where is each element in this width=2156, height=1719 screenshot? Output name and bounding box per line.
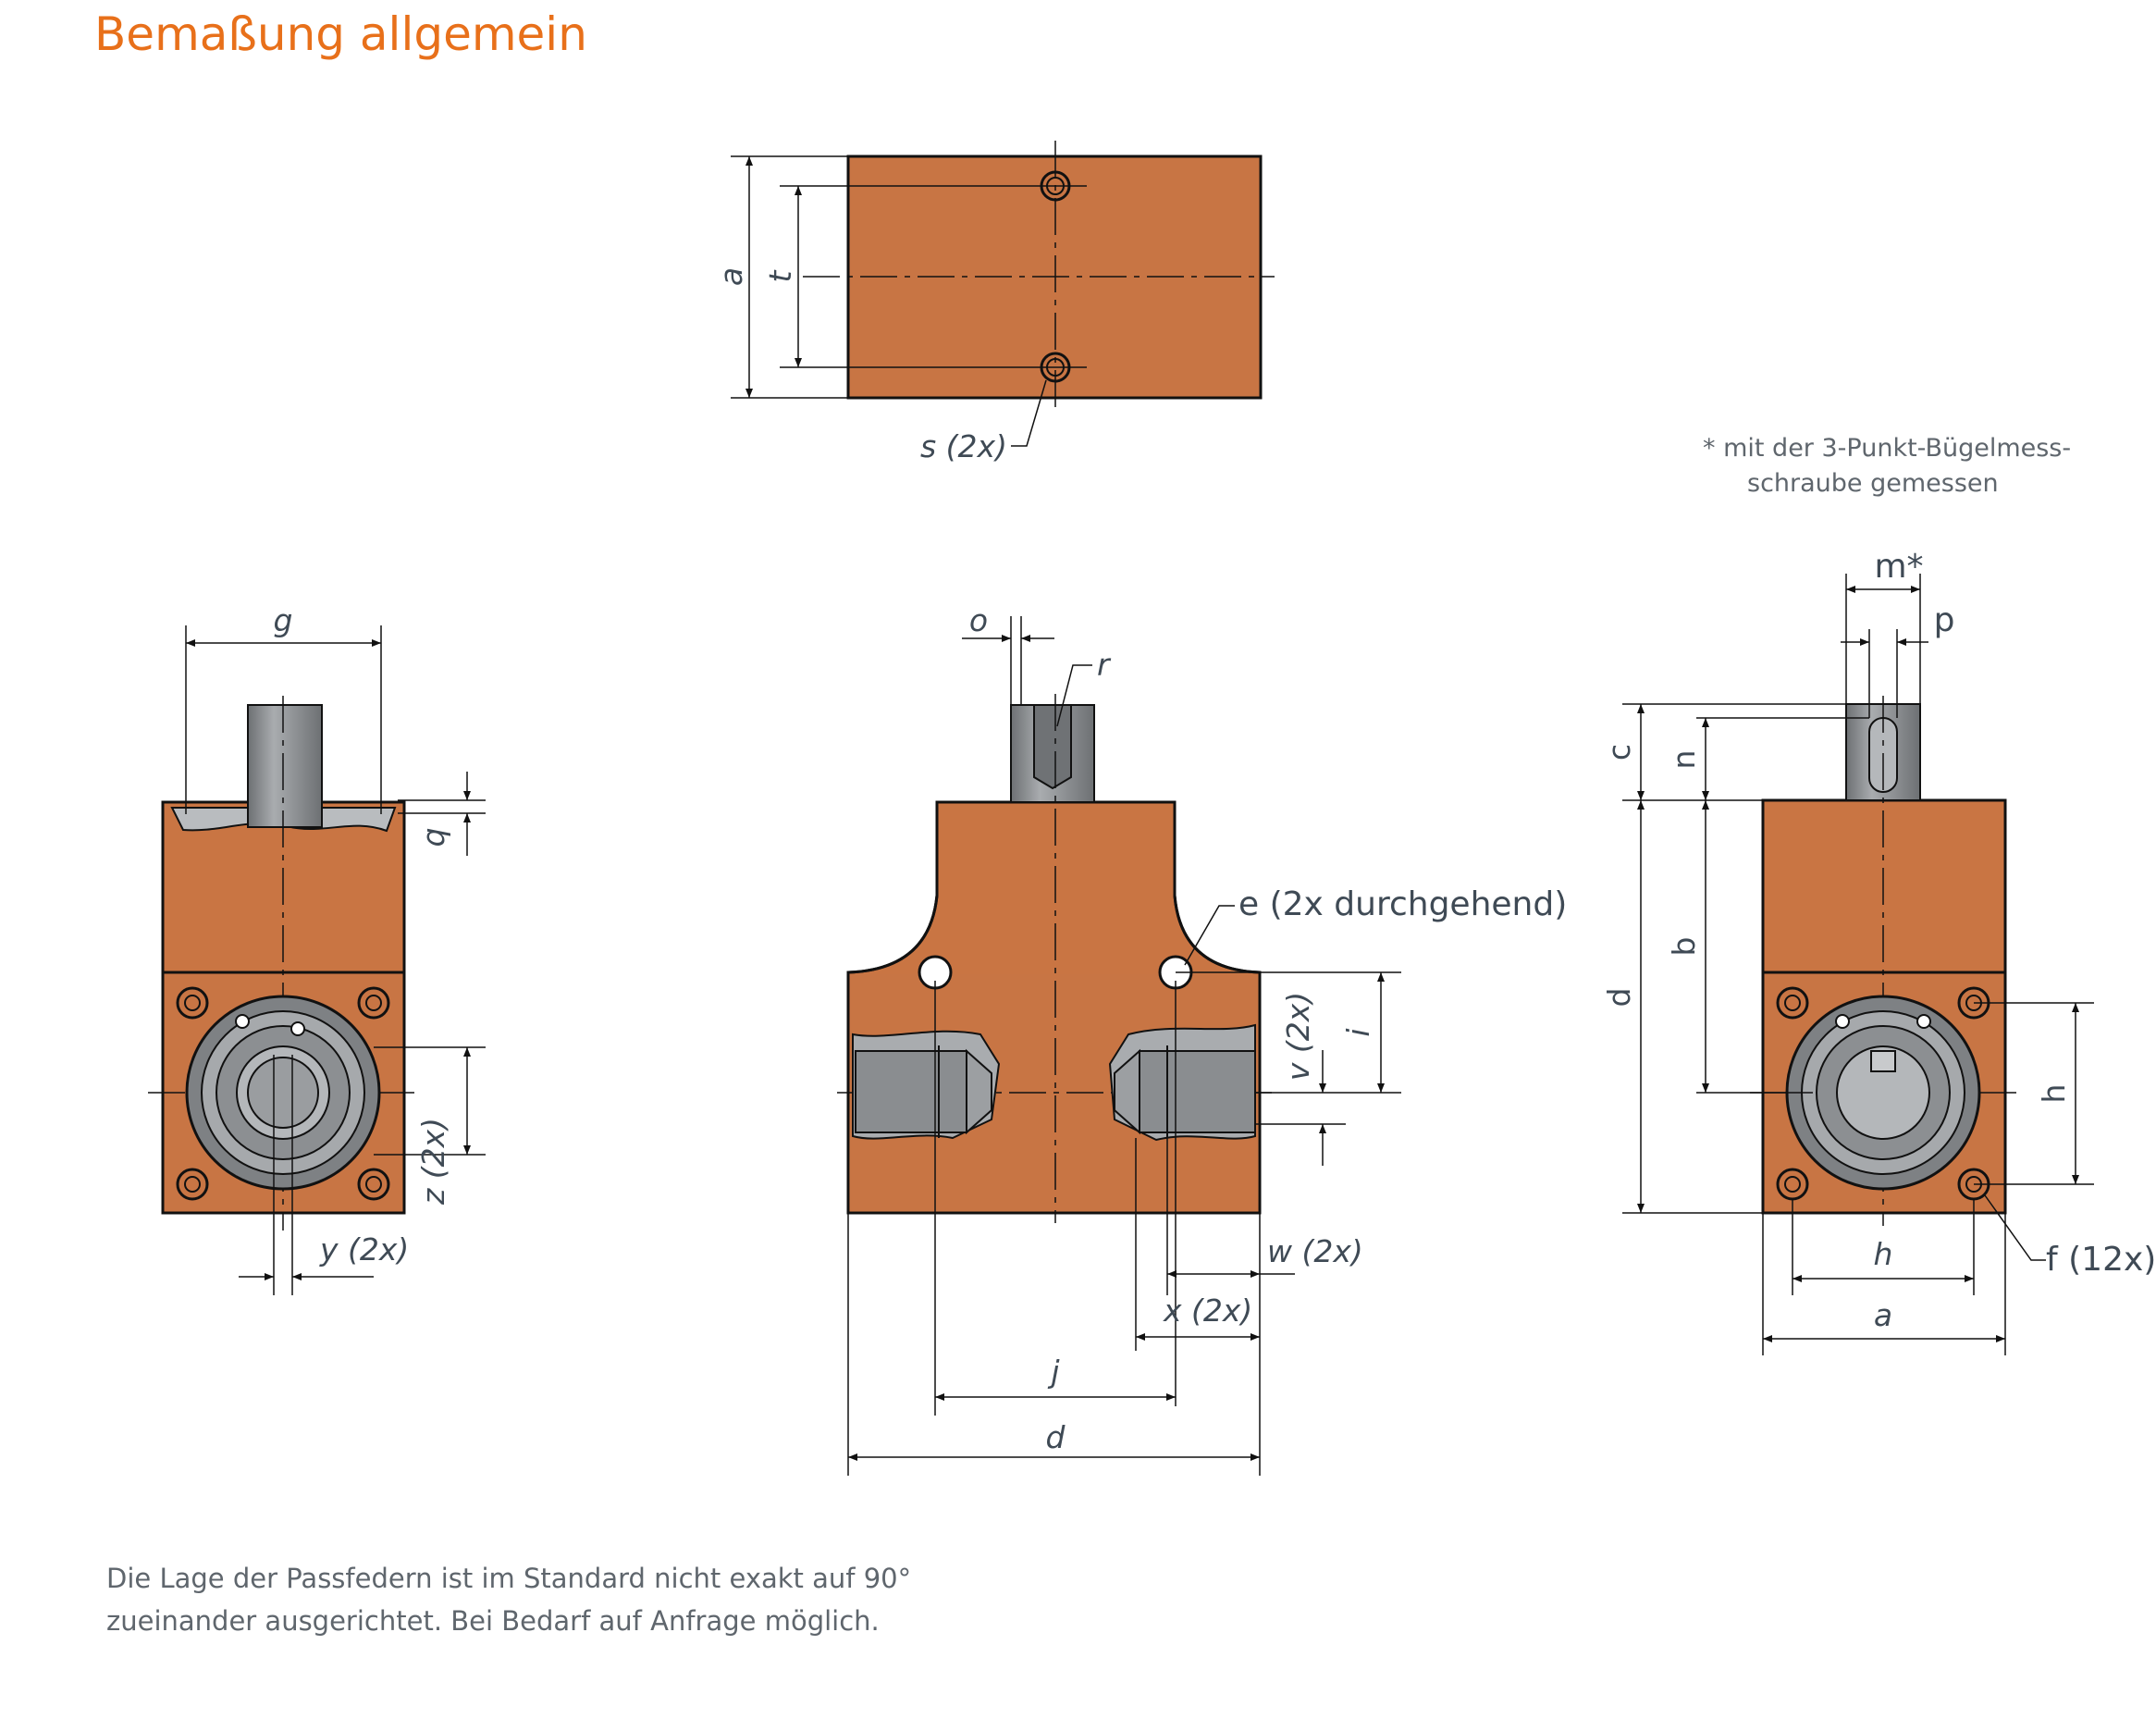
dim-n: n <box>1666 750 1702 770</box>
footer-line-1: Die Lage der Passfedern ist im Standard … <box>106 1563 912 1594</box>
front-left-shaft-cut <box>852 1030 1001 1140</box>
dim-r: r <box>1097 647 1112 683</box>
dim-p: p <box>1934 601 1955 639</box>
top-dimension-lines <box>731 155 1087 447</box>
front-dimension-lines <box>847 616 1401 1476</box>
dim-i: i <box>1340 1028 1376 1036</box>
left-view: g q z (2x) y (2x) <box>148 602 486 1295</box>
dim-h-horizontal: h <box>1874 1236 1893 1272</box>
left-bearing <box>185 995 381 1191</box>
dim-g: g <box>274 602 293 638</box>
dim-q: q <box>415 828 451 847</box>
footnote-line-1: * mit der 3-Punkt-Bügelmess- <box>1703 434 2072 463</box>
dim-x: x (2x) <box>1163 1292 1252 1329</box>
dim-d-front: d <box>1046 1419 1066 1455</box>
footnote-line-2: schraube gemessen <box>1747 469 1999 498</box>
front-thread-cut <box>1033 704 1072 790</box>
dim-t: t <box>762 269 798 282</box>
dim-h-vertical: h <box>2036 1084 2072 1104</box>
front-right-shaft-cut <box>1108 1023 1256 1142</box>
footer-note: Die Lage der Passfedern ist im Standard … <box>106 1557 911 1642</box>
dim-e: e (2x durchgehend) <box>1238 885 1567 923</box>
left-bolt-holes <box>176 986 390 1201</box>
left-dimension-lines <box>185 625 486 1295</box>
dim-f: f (12x) <box>2046 1241 2156 1279</box>
dim-a-right: a <box>1874 1297 1892 1333</box>
dim-y: y (2x) <box>319 1231 409 1268</box>
right-bearing <box>1785 995 1981 1191</box>
right-dimension-lines <box>1622 574 2094 1355</box>
dim-o: o <box>969 602 988 638</box>
dim-j: j <box>1047 1354 1060 1390</box>
dim-v: v (2x) <box>1280 992 1316 1081</box>
measurement-footnote: * mit der 3-Punkt-Bügelmess- schraube ge… <box>1703 431 2071 501</box>
dim-s: s (2x) <box>920 428 1007 464</box>
dim-c: c <box>1601 744 1637 761</box>
dim-d-right: d <box>1601 988 1637 1008</box>
front-view: o r e (2x durchgehend) v (2x) i w (2x) x… <box>837 602 1567 1476</box>
dim-a-top: a <box>713 267 749 286</box>
dim-m: m* <box>1874 548 1923 586</box>
page-title: Bemaßung allgemein <box>94 7 587 61</box>
left-shaft <box>247 704 323 828</box>
dim-w: w (2x) <box>1267 1233 1363 1269</box>
top-view: a t s (2x) <box>713 141 1275 464</box>
dim-b: b <box>1666 937 1702 957</box>
dim-z: z (2x) <box>415 1118 451 1206</box>
footer-line-2: zueinander ausgerichtet. Bei Bedarf auf … <box>106 1605 880 1637</box>
right-view: m* p c n b d h h a f (12x) <box>1601 548 2156 1355</box>
